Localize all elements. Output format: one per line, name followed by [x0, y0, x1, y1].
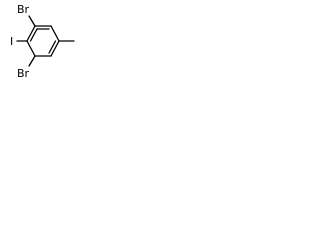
ring-bond-c3-c4	[50, 40, 60, 57]
structure-diagram: Br I Br	[10, 3, 75, 80]
atom-label-br-bottom: Br	[17, 67, 30, 80]
ring-bond-c2-c3	[50, 25, 60, 42]
ring-bond-c6-c1	[26, 25, 36, 42]
ring-bond-c5-c6	[26, 40, 36, 57]
bond-to-br-top	[28, 15, 36, 27]
atom-label-br-top: Br	[17, 3, 30, 16]
ring-double-bond-3	[29, 28, 38, 42]
atom-label-iodine: I	[10, 35, 13, 48]
bond-to-br-bottom	[28, 55, 36, 67]
ring-double-bond-2	[48, 40, 57, 54]
